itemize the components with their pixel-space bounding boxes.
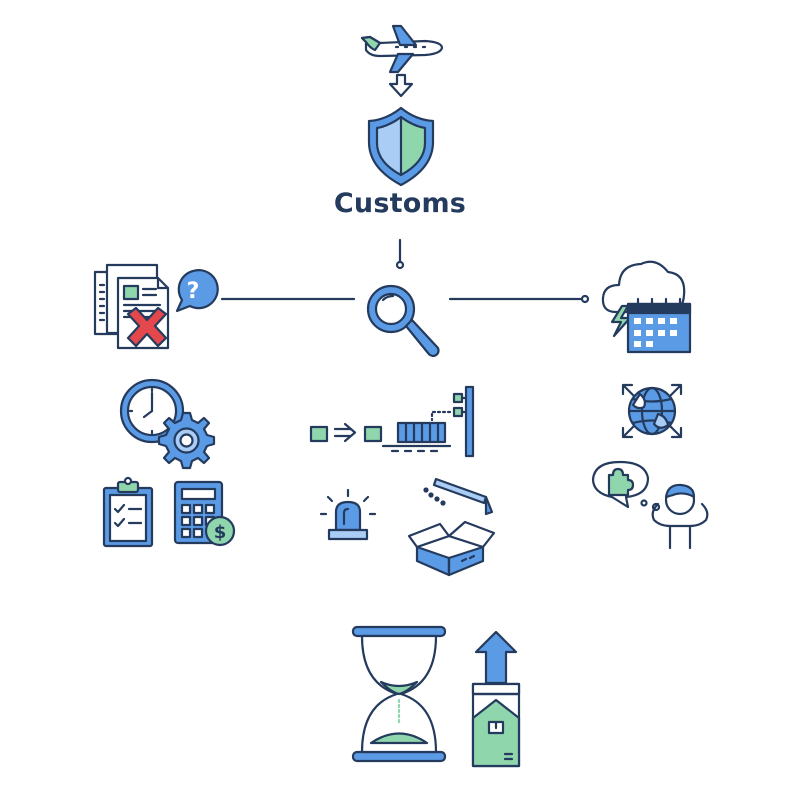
conveyor-scanner-icon [309, 385, 475, 458]
confused-person-icon [591, 460, 709, 550]
clock-gear-icon [119, 378, 216, 470]
open-box-icon [407, 477, 496, 577]
arrow-down-icon [388, 73, 414, 98]
svg-text:?: ? [187, 279, 200, 304]
calculator-dollar-icon: $ [173, 480, 236, 547]
page-title: Customs [333, 188, 467, 219]
clipboard-checklist-icon [102, 476, 154, 548]
alarm-light-icon [319, 488, 377, 541]
airplane-icon [360, 24, 444, 74]
storm-calendar-icon [601, 260, 692, 354]
hourglass-icon [351, 625, 447, 763]
magnifier-icon [366, 284, 440, 358]
globe-expand-icon [621, 383, 683, 439]
connector-lines [220, 238, 590, 304]
svg-text:$: $ [214, 522, 227, 543]
question-bubble-icon: ? [175, 269, 219, 313]
box-upload-icon [471, 630, 521, 768]
shield-icon [367, 106, 435, 187]
documents-rejected-icon [93, 263, 170, 350]
